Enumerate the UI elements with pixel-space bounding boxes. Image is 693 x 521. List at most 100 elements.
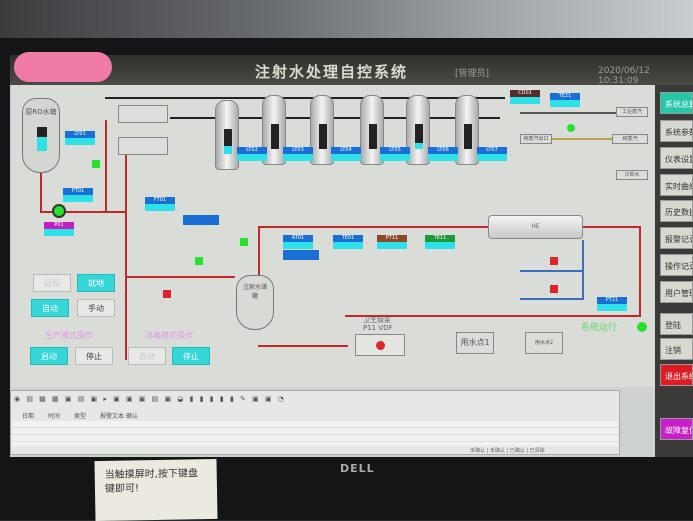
system-status-text: 系统运行 [581,323,618,333]
production-stop-button[interactable]: 停止 [75,347,113,365]
exit-system-button[interactable]: 退出系统 [660,364,693,386]
ro-tank: 原RO水箱 [22,98,60,173]
pipe [105,120,107,212]
wfi-storage-tank: 注射水储罐 [236,275,274,330]
redaction-blob [14,52,112,82]
sanitize-start-button[interactable]: 启动 [128,347,166,365]
valve-alarm-indicator [163,290,171,298]
ro-tank-label: 原RO水箱 [25,108,57,116]
distillation-column-3 [310,95,334,165]
use-point-1[interactable]: 用水点1 [456,332,494,354]
pure-steam-label: 纯蒸汽 [612,134,648,144]
feed-pump-icon[interactable] [52,204,66,218]
sanitize-mode-label: 消毒模式操作 [145,331,193,340]
column-date[interactable]: 日期 [22,413,35,420]
use-point-2[interactable]: 用水点2 [525,332,563,354]
alarm-table-rows [12,421,618,446]
pipe [105,97,505,99]
remote-button[interactable]: 远程 [33,274,71,292]
pipe [40,211,125,213]
distillation-column-4 [360,95,384,165]
system-status-indicator [637,322,647,332]
nav-history-data[interactable]: 历史数据 [660,200,693,222]
production-start-button[interactable]: 启动 [30,347,68,365]
tag-CD01[interactable]: CD01 [510,90,540,104]
nav-alarm-log[interactable]: 报警记录 [660,227,693,249]
brand-logo: DELL [340,462,375,475]
local-button[interactable]: 就地 [77,274,115,292]
pump-id: P11 VDF [363,324,393,332]
sanitary-pump[interactable] [355,334,405,356]
tag-LT06[interactable]: LT06 [428,147,458,161]
valve-alarm-indicator [550,257,558,265]
steam-pipe [520,112,620,114]
distillation-column-1 [215,100,239,170]
auto-button[interactable]: 自动 [31,299,69,317]
manual-button[interactable]: 手动 [77,299,115,317]
loop-pipe [258,226,260,276]
pump-status-indicator [376,341,385,350]
valve-open-indicator [240,238,248,246]
status-indicator [567,124,575,132]
nav-operation-log[interactable]: 操作记录 [660,254,693,276]
logout-button[interactable]: 注销 [660,338,693,360]
tag-P01[interactable]: P01 [44,222,74,236]
setpoint-box[interactable] [283,250,319,260]
industrial-steam-label: 工业蒸汽 [616,107,648,117]
login-button[interactable]: 登陆 [660,313,693,335]
column-time[interactable]: 时间 [48,413,61,420]
tag-TE11[interactable]: TE11 [425,235,455,249]
alarm-table-header: 日期 时间 类型 报警文本确认 [22,409,152,420]
filter-housing [118,105,168,123]
tag-TE21[interactable]: TE21 [550,93,580,107]
tag-LT05[interactable]: LT05 [380,147,410,161]
tag-LT02[interactable]: LT02 [237,147,267,161]
nav-instrument-settings[interactable]: 仪表设置 [660,147,693,169]
column-type[interactable]: 类型 [74,413,87,420]
tag-TE01[interactable]: TE01 [333,235,363,249]
loop-pipe [125,276,235,278]
alarm-status-bar: 未确认 | 未确认 | 已确认 | 已清除 [470,448,545,454]
pipe [40,173,42,213]
datetime: 2020/06/12 10:31:09 [598,66,650,86]
production-mode-label: 生产模式操作 [45,331,93,340]
tag-LT01[interactable]: LT01 [65,131,95,145]
pipe [170,117,500,119]
tag-PT21[interactable]: PT21 [597,297,627,311]
filter-housing [118,137,168,155]
current-user: [管理员] [455,69,490,79]
tag-AT01[interactable]: AT01 [283,235,313,249]
wfi-tank-label: 注射水储罐 [242,284,267,300]
sanitize-stop-button[interactable]: 停止 [172,347,210,365]
nav-system-overview[interactable]: 系统总貌 [660,92,693,114]
setpoint-box[interactable] [183,215,219,225]
distillation-column-6 [455,95,479,165]
fault-reset-button[interactable]: 故障复位 [660,418,693,440]
tag-LT03[interactable]: LT03 [283,147,313,161]
pump-label: 卫生级泵 [363,316,391,324]
alarm-toolbar[interactable]: ◉ ▤ ▦ ▦ ▣ ▤ ▣ ▸ ▣ ▣ ▣ ▤ ▣ ◒ ▮ ▮ ▮ ▮ ▮ ✎ … [14,395,286,403]
pipe [125,148,127,360]
tag-PT01[interactable]: PT01 [63,188,93,202]
background-wall [0,0,693,45]
nav-realtime-trend[interactable]: 实时曲线 [660,174,693,196]
tag-FT01[interactable]: FT01 [145,197,175,211]
header-bar [10,55,693,85]
cooling-label: 冷却水 [616,170,648,180]
column-alarm-text[interactable]: 报警文本 [100,413,125,420]
heat-exchanger[interactable]: HE [488,215,583,239]
tag-LT07[interactable]: LT07 [477,147,507,161]
tag-LT04[interactable]: LT04 [331,147,361,161]
pure-steam-out-label: 纯蒸汽出口 [520,134,552,144]
loop-pipe [639,226,641,316]
tag-PT11[interactable]: PT11 [377,235,407,249]
cooling-pipe [582,240,584,300]
valve-alarm-indicator [550,285,558,293]
column-ack[interactable]: 确认 [126,413,139,420]
loop-pipe [345,315,641,317]
page-title: 注射水处理自控系统 [255,63,409,81]
cooling-pipe [520,270,583,272]
nav-system-params[interactable]: 系统参数 [660,120,693,142]
nav-user-management[interactable]: 用户管理 [660,281,693,303]
valve-open-indicator [92,160,100,168]
